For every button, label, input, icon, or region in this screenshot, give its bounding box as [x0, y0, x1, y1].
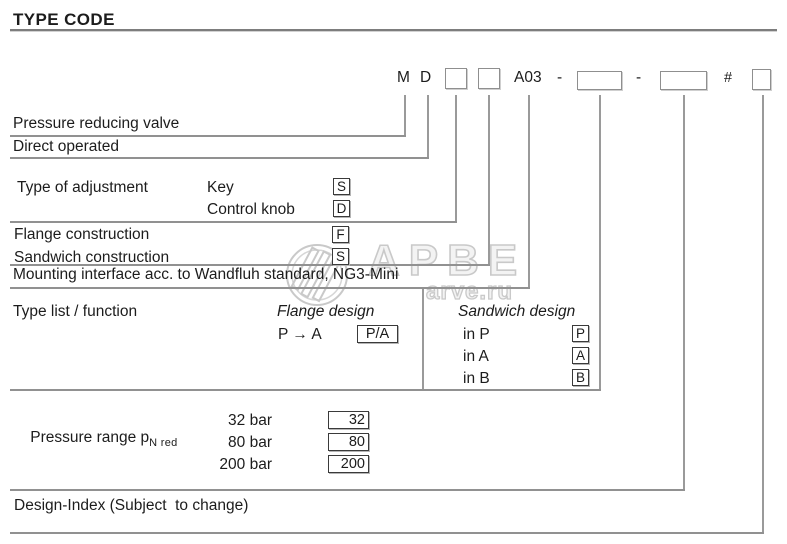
connector-adjustment: [455, 95, 457, 223]
code-box-pa: P/A: [357, 325, 398, 343]
connector-m: [404, 95, 406, 137]
code-box-in-p: P: [572, 325, 589, 342]
rule-pressure-reducing-valve: [10, 135, 406, 137]
connector-design-index: [762, 95, 764, 534]
label-direct-operated: Direct operated: [13, 138, 119, 155]
code-dash-2: -: [636, 69, 642, 86]
header-rule: [10, 29, 777, 32]
label-in-p: in P: [463, 326, 490, 343]
connector-function: [599, 95, 601, 391]
label-control-knob: Control knob: [207, 201, 295, 218]
label-32-bar: 32 bar: [228, 412, 272, 429]
code-box-80: 80: [328, 433, 369, 451]
rule-construction: [10, 264, 490, 266]
rule-direct-operated: [10, 157, 429, 159]
connector-a03: [528, 95, 530, 289]
code-box-in-a: A: [572, 347, 589, 364]
label-pressure-reducing-valve: Pressure reducing valve: [13, 115, 180, 132]
label-in-a: in A: [463, 348, 489, 365]
label-type-list: Type list / function: [13, 303, 138, 320]
label-type-of-adjustment: Type of adjustment: [17, 179, 148, 196]
connector-pressure: [683, 95, 685, 491]
code-hash: #: [724, 70, 733, 86]
label-in-b: in B: [463, 370, 490, 387]
pressure-range-subscript: N red: [149, 437, 178, 449]
code-box-sandwich-s: S: [332, 248, 349, 265]
code-box-in-b: B: [572, 369, 589, 386]
label-200-bar: 200 bar: [219, 456, 272, 473]
label-pressure-range: Pressure range pN red: [13, 412, 178, 465]
rule-mounting-interface: [10, 287, 530, 289]
code-fixed-a03: A03: [514, 69, 542, 86]
label-key: Key: [207, 179, 234, 196]
label-flange-design: Flange design: [277, 303, 375, 320]
code-box-32: 32: [328, 411, 369, 429]
label-flange-construction: Flange construction: [14, 226, 150, 243]
rule-type-list: [10, 389, 601, 391]
rule-design-index: [10, 532, 764, 534]
code-box-200: 200: [328, 455, 369, 473]
divider-function-columns: [422, 289, 424, 391]
watermark-text: АРВЕ: [367, 235, 527, 286]
code-box-key-s: S: [333, 178, 350, 195]
label-sandwich-design: Sandwich design: [458, 303, 576, 320]
label-design-index: Design-Index (Subject to change): [14, 497, 249, 514]
code-letter-d: D: [420, 69, 432, 86]
connector-construction: [488, 95, 490, 266]
label-80-bar: 80 bar: [228, 434, 272, 451]
code-box-function: [577, 71, 622, 90]
code-box-construction: [478, 68, 500, 89]
code-box-flange-f: F: [332, 226, 349, 243]
label-p-to-a: P → A: [278, 326, 322, 343]
page-title: TYPE CODE: [13, 10, 115, 29]
label-sandwich-construction: Sandwich construction: [14, 249, 170, 266]
rule-pressure-range: [10, 489, 685, 491]
pressure-range-text: Pressure range p: [30, 429, 150, 446]
code-letter-m: M: [397, 69, 410, 86]
code-box-control-knob-d: D: [333, 200, 350, 217]
connector-d: [427, 95, 429, 159]
code-box-design-index: [752, 69, 771, 90]
code-dash-1: -: [557, 69, 563, 86]
code-box-adjustment: [445, 68, 467, 89]
rule-type-of-adjustment: [10, 221, 457, 223]
label-mounting-interface: Mounting interface acc. to Wandfluh stan…: [13, 266, 399, 283]
watermark-url: arve.ru: [425, 277, 514, 305]
code-box-pressure: [660, 71, 707, 90]
